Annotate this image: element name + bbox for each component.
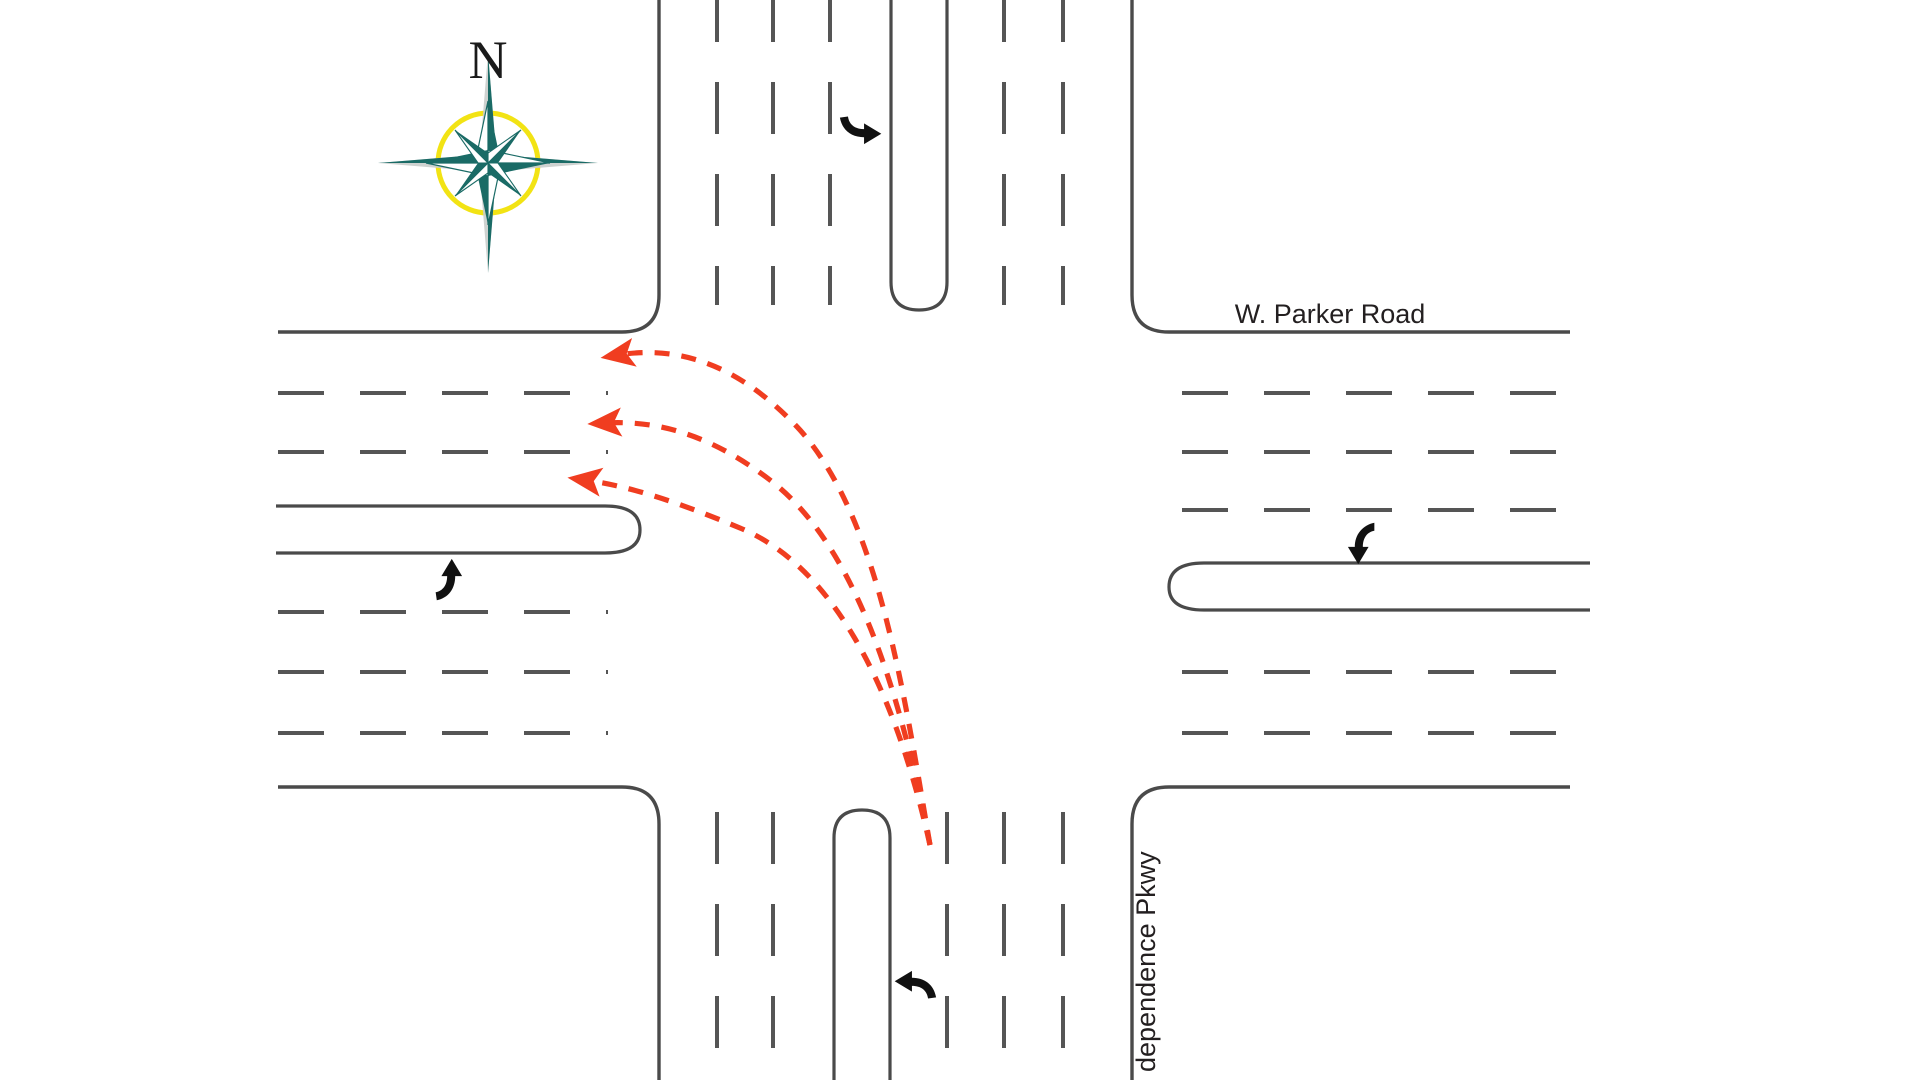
east-median [1167, 561, 1590, 612]
west-leg-lane-dashes [278, 391, 608, 735]
south-median [832, 808, 892, 1080]
down-turn-arrow-icon [1347, 522, 1375, 565]
curb-southeast [1130, 785, 1570, 1080]
compass-north-label: N [469, 30, 508, 90]
south-leg-lane-dashes [715, 812, 1065, 1080]
curb-northeast [1130, 0, 1570, 334]
north-median [889, 0, 949, 312]
curb-southwest [278, 785, 661, 1080]
compass-rose [378, 53, 598, 273]
up-turn-arrow-icon [435, 558, 463, 601]
pavement-arrows [435, 116, 1375, 999]
west-median [276, 504, 642, 555]
left-turn-arrow-icon [894, 970, 937, 999]
movement-arrows [567, 337, 933, 846]
compass-star-intercardinal [454, 129, 522, 197]
vertical-road-label: dependence Pkwy [1131, 851, 1161, 1072]
right-turn-arrow-icon [839, 116, 882, 145]
curb-northwest [278, 0, 661, 334]
movement-arrow-path [587, 407, 933, 846]
horizontal-road-label: W. Parker Road [1235, 299, 1426, 329]
compass-star-cardinal [425, 100, 551, 226]
curb-lines [278, 0, 1570, 1080]
movement-arrow-path [600, 337, 933, 846]
movement-arrow-path [567, 467, 933, 846]
east-leg-lane-dashes [1182, 391, 1572, 735]
